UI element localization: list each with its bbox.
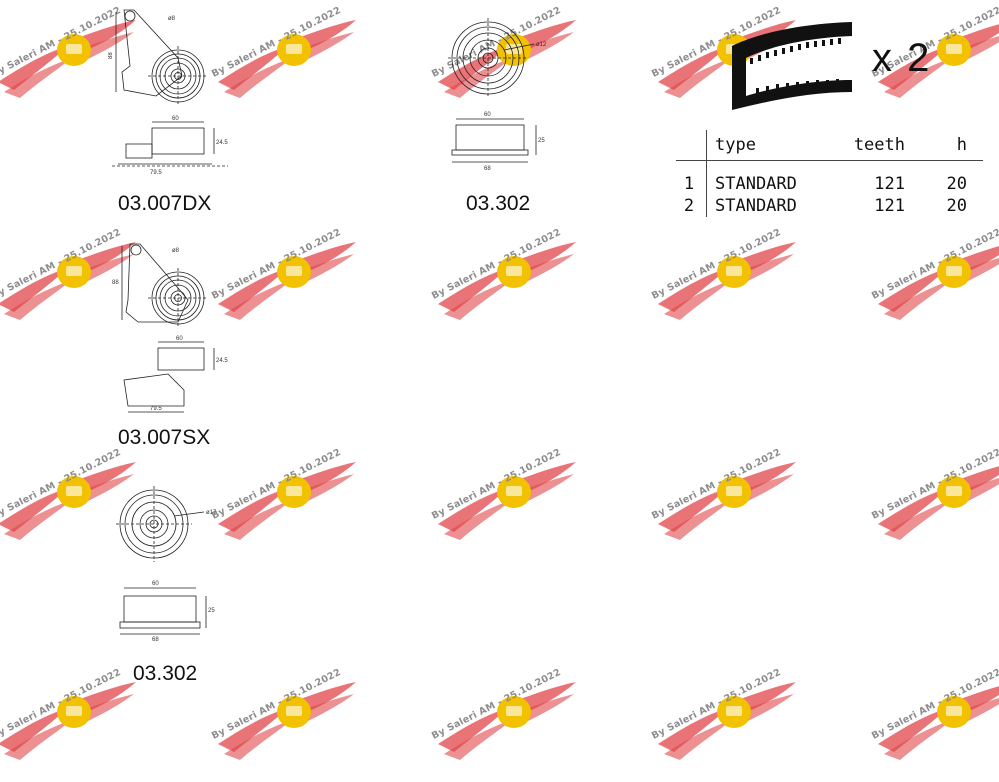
watermark-text: By Saleri AM - 25.10.2022 — [870, 226, 999, 302]
dim-label: 24.5 — [216, 140, 228, 146]
row-teeth: 121 — [874, 174, 905, 194]
watermark-text: By Saleri AM - 25.10.2022 — [650, 226, 783, 302]
row-type: STANDARD — [715, 174, 797, 194]
watermark-text: By Saleri AM - 25.10.2022 — [0, 666, 123, 742]
watermark-logo: By Saleri AM - 25.10.2022 — [870, 447, 999, 562]
watermark-text: By Saleri AM - 25.10.2022 — [430, 446, 563, 522]
dim-label: 60 — [484, 112, 491, 118]
winged-logo-icon — [438, 462, 576, 540]
winged-logo-icon — [218, 682, 356, 760]
watermark-logo: By Saleri AM - 25.10.2022 — [870, 667, 999, 782]
watermark-logo: By Saleri AM - 25.10.2022 — [210, 667, 360, 782]
watermark-logo: By Saleri AM - 25.10.2022 — [430, 447, 580, 562]
winged-logo-icon — [658, 242, 796, 320]
column-header-teeth: teeth — [825, 130, 905, 161]
table-row: 1 STANDARD 121 20 — [676, 160, 983, 195]
column-header-h: h — [905, 130, 983, 161]
part-code: 03.302 — [466, 192, 531, 215]
table-header-row: type teeth h — [676, 130, 983, 161]
winged-logo-icon — [438, 242, 576, 320]
watermark-text: By Saleri AM - 25.10.2022 — [870, 446, 999, 522]
dim-label: 60 — [152, 581, 159, 587]
row-h: 20 — [946, 174, 967, 194]
idler-technical-drawing: ø17 60 25 68 — [116, 486, 217, 643]
tensioner-technical-drawing: 88 ø8 60 24.5 79.5 — [112, 243, 228, 413]
watermark-text: By Saleri AM - 25.10.2022 — [870, 666, 999, 742]
idler-drawing-03-302-bottom: ø17 60 25 68 — [112, 486, 232, 646]
tensioner-drawing-03-007sx: 88 ø8 60 24.5 79.5 — [108, 240, 238, 416]
row-index: 2 — [676, 195, 707, 217]
dim-label: 25 — [208, 608, 215, 614]
watermark-logo: By Saleri AM - 25.10.2022 — [870, 227, 999, 342]
winged-logo-icon — [878, 686, 999, 760]
dim-label: ø8 — [168, 16, 176, 22]
winged-logo-icon — [0, 682, 136, 760]
row-h: 20 — [946, 196, 967, 216]
watermark-logo: By Saleri AM - 25.10.2022 — [650, 667, 800, 782]
watermark-text: By Saleri AM - 25.10.2022 — [430, 666, 563, 742]
winged-logo-icon — [878, 246, 999, 320]
dim-label: 79.5 — [150, 170, 162, 176]
watermark-text: By Saleri AM - 25.10.2022 — [650, 666, 783, 742]
dim-label: 60 — [172, 116, 179, 122]
winged-logo-icon — [878, 466, 999, 540]
dim-label: ø8 — [172, 248, 180, 254]
idler-technical-drawing: ø12 60 25 68 — [448, 18, 547, 172]
row-index: 1 — [676, 160, 707, 195]
dim-label: 68 — [152, 637, 159, 643]
timing-belt-picture — [732, 22, 854, 115]
part-code: 03.007DX — [118, 192, 212, 215]
watermark-logo: By Saleri AM - 25.10.2022 — [210, 447, 360, 562]
watermark-text: By Saleri AM - 25.10.2022 — [210, 666, 343, 742]
row-type: STANDARD — [715, 196, 797, 216]
dim-label: 79.5 — [150, 406, 162, 412]
dim-label: ø17 — [206, 510, 217, 516]
winged-logo-icon — [658, 682, 796, 760]
winged-logo-icon — [218, 462, 356, 540]
quantity-multiplier: x 2 — [872, 36, 932, 80]
dim-label: 68 — [484, 166, 491, 172]
dim-label: 60 — [176, 336, 183, 342]
tensioner-technical-drawing: 88 ø8 60 24.5 79.5 — [108, 9, 228, 176]
watermark-logo: By Saleri AM - 25.10.2022 — [0, 667, 140, 782]
dim-label: 24.5 — [216, 358, 228, 364]
watermark-text: By Saleri AM - 25.10.2022 — [210, 446, 343, 522]
row-teeth: 121 — [874, 196, 905, 216]
watermark-logo: By Saleri AM - 25.10.2022 — [430, 667, 580, 782]
dim-label: 88 — [108, 52, 114, 59]
belt-spec-table: type teeth h 1 STANDARD 121 20 2 STANDAR… — [676, 130, 983, 217]
watermark-text: By Saleri AM - 25.10.2022 — [430, 226, 563, 302]
dim-label: ø12 — [536, 42, 547, 48]
watermark-logo: By Saleri AM - 25.10.2022 — [430, 227, 580, 342]
dim-label: 25 — [538, 138, 545, 144]
dim-label: 88 — [112, 280, 119, 286]
part-code: 03.007SX — [118, 426, 211, 449]
watermark-text: By Saleri AM - 25.10.2022 — [650, 446, 783, 522]
timing-belt-icon — [732, 22, 852, 110]
table-row: 2 STANDARD 121 20 — [676, 195, 983, 217]
idler-drawing-03-302-top: ø12 60 25 68 — [442, 10, 552, 175]
part-code: 03.302 — [133, 662, 198, 685]
watermark-logo: By Saleri AM - 25.10.2022 — [650, 447, 800, 562]
column-header-type: type — [706, 130, 825, 161]
winged-logo-icon — [438, 682, 576, 760]
column-header-index — [676, 130, 707, 161]
winged-logo-icon — [658, 462, 796, 540]
watermark-logo: By Saleri AM - 25.10.2022 — [650, 227, 800, 342]
tensioner-drawing-03-007dx: 88 ø8 60 24.5 79.5 — [108, 6, 238, 182]
